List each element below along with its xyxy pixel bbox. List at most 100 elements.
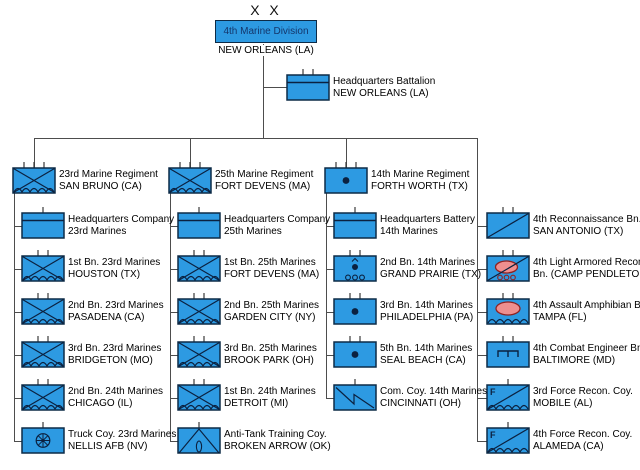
connector-line [477,269,488,270]
svg-text:F: F [490,387,496,397]
unit-name: 2nd Bn. 23rd Marines [68,300,164,311]
infantry-icon [177,250,221,282]
antitank-icon [177,422,221,454]
unit-location: BALTIMORE (MD) [533,355,616,366]
unit-location: DETROIT (MI) [224,398,289,409]
connector-line [170,441,179,442]
connector-line [14,269,23,270]
connector-line [170,269,179,270]
unit-name: Headquarters Battery [380,214,476,225]
unit-name: 23rd Marine Regiment [59,169,158,180]
connector-line [477,312,488,313]
unit-location: HOUSTON (TX) [68,269,141,280]
unit-label: 4th Force Recon. Coy.ALAMEDA (CA) [533,429,632,453]
connector-line [326,192,327,398]
unit-name: 14th Marine Regiment [371,169,470,180]
unit-location: TAMPA (FL) [533,312,587,323]
unit-label: 4th Light Armored Recon.Bn. (CAMP PENDLE… [533,257,640,281]
infantry-icon [177,336,221,368]
hq-icon [177,207,221,239]
truck-icon [21,422,65,454]
recon-icon [486,207,530,239]
connector-line [14,192,15,441]
unit-location: BROKEN ARROW (OK) [224,441,331,452]
division-name: 4th Marine Division [223,26,309,37]
unit-name: 1st Bn. 23rd Marines [68,257,161,268]
unit-name: 2nd Bn. 25th Marines [224,300,320,311]
unit-name: 3rd Force Recon. Coy. [533,386,633,397]
connector-line [326,398,335,399]
infantry-icon [21,336,65,368]
connector-line [190,138,191,168]
unit-name: Anti-Tank Training Coy. [224,429,327,440]
connector-line [14,355,23,356]
engineer-icon [486,336,530,368]
unit-location: SAN ANTONIO (TX) [533,226,624,237]
connector-line [477,355,488,356]
unit-location: GARDEN CITY (NY) [224,312,316,323]
unit-name: 4th Light Armored Recon. [533,257,640,268]
unit-label: 4th Combat Engineer Bn.BALTIMORE (MD) [533,343,640,367]
infantry-icon [168,162,212,194]
unit-location: GRAND PRAIRIE (TX) [380,269,482,280]
unit-name: 5th Bn. 14th Marines [380,343,473,354]
connector-line [477,398,488,399]
unit-name: 3rd Bn. 23rd Marines [68,343,162,354]
division-box: 4th Marine Division [215,20,317,43]
connector-line [14,312,23,313]
infantry-icon [21,250,65,282]
unit-name: Headquarters Battalion [333,76,436,87]
unit-label: 4th Assault Amphibian Bn.TAMPA (FL) [533,300,640,324]
unit-location: 14th Marines [380,226,438,237]
unit-name: 2nd Bn. 14th Marines [380,257,476,268]
unit-name: 4th Force Recon. Coy. [533,429,633,440]
unit-location: PHILADELPHIA (PA) [380,312,474,323]
svg-text:F: F [490,430,496,440]
unit-label: 4th Reconnaissance Bn.SAN ANTONIO (TX) [533,214,640,238]
connector-line [326,355,335,356]
unit-name: Truck Coy. 23rd Marines [68,429,177,440]
unit-location: FORT DEVENS (MA) [215,181,311,192]
unit-location: FORTH WORTH (TX) [371,181,468,192]
assault-amphibian-icon [486,293,530,325]
unit-location: BRIDGETON (MO) [68,355,153,366]
unit-location: Bn. (CAMP PENDLETON [533,269,640,280]
connector-line [170,398,179,399]
unit-location: FORT DEVENS (MA) [224,269,320,280]
unit-name: Com. Coy. 14th Marines [380,386,488,397]
unit-location: MOBILE (AL) [533,398,593,409]
division-echelon-marking: X X [250,2,282,18]
connector-line [263,87,288,88]
connector-line [170,355,179,356]
unit-location: CINCINNATI (OH) [380,398,461,409]
division-location: NEW ORLEANS (LA) [205,45,327,56]
unit-location: SAN BRUNO (CA) [59,181,142,192]
connector-line [477,441,488,442]
connector-line [346,138,347,168]
unit-location: PASADENA (CA) [68,312,145,323]
light-armored-recon-icon [486,250,530,282]
unit-location: NEW ORLEANS (LA) [333,88,429,99]
connector-line [326,312,335,313]
unit-location: ALAMEDA (CA) [533,441,604,452]
infantry-icon [177,379,221,411]
connector-line [14,398,23,399]
hq-icon [21,207,65,239]
hq-icon [333,207,377,239]
connector-line [170,192,171,441]
